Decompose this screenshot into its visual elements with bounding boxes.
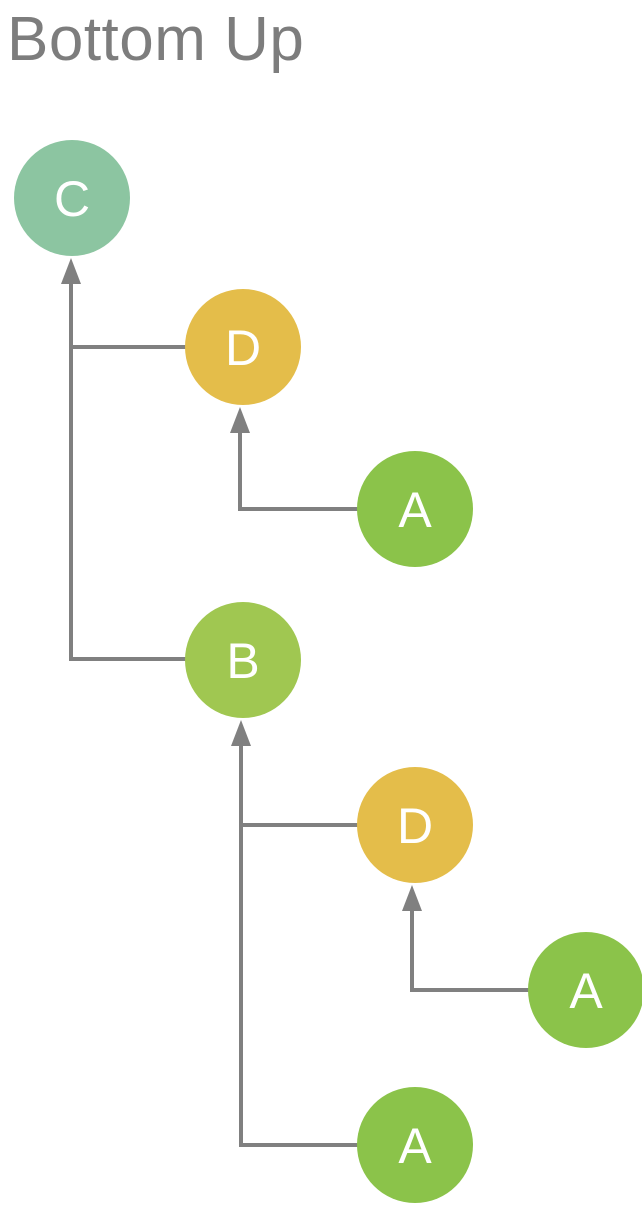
node-circle-B [185, 602, 301, 718]
node-circle-A2 [528, 932, 642, 1048]
node-label-D2: D [397, 798, 433, 854]
arrowhead-icon-A1-to-D1 [230, 407, 250, 433]
node-circle-C [14, 140, 130, 256]
edge-B-and-D1-to-C [69, 266, 186, 661]
node-label-D1: D [225, 320, 261, 376]
node-circle-A3 [357, 1087, 473, 1203]
node-label-A3: A [398, 1118, 432, 1174]
edge-A3-and-D2-to-B [239, 726, 358, 1147]
node-circle-D1 [185, 289, 301, 405]
node-circle-A1 [357, 451, 473, 567]
node-circle-D2 [357, 767, 473, 883]
node-label-B: B [226, 633, 259, 689]
node-label-A2: A [569, 963, 603, 1019]
arrowhead-icon-A3-and-D2-to-B [231, 720, 251, 746]
arrowhead-icon-B-and-D1-to-C [61, 258, 81, 284]
node-label-A1: A [398, 482, 432, 538]
edge-A2-to-D2 [410, 891, 530, 992]
arrowhead-icon-A2-to-D2 [402, 885, 422, 911]
page-title: Bottom Up [7, 5, 305, 74]
node-label-C: C [54, 171, 90, 227]
edge-A1-to-D1 [238, 413, 358, 511]
